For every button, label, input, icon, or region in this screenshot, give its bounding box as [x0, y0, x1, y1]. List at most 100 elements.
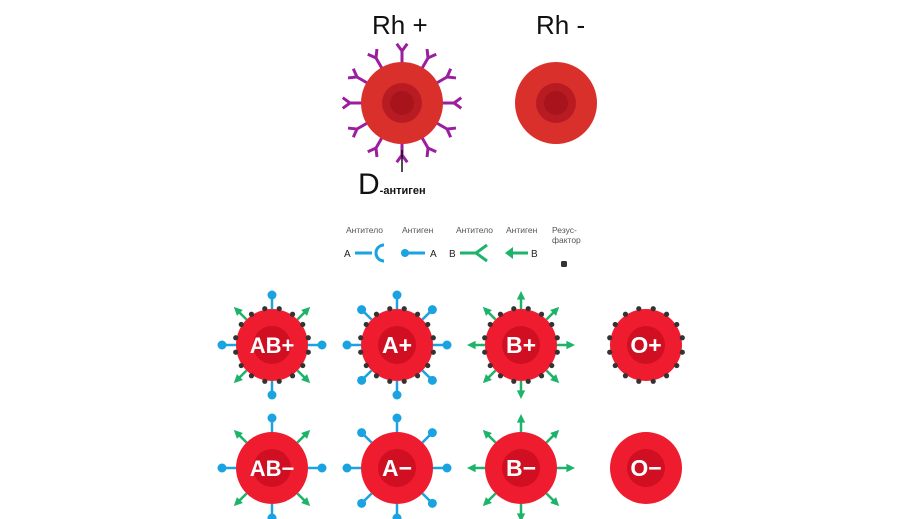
- antigen-a-icon: [217, 340, 227, 350]
- rh-factor-icon: [663, 373, 670, 379]
- blood-cell-pos: A+: [342, 290, 452, 400]
- rh-factor-icon: [607, 335, 613, 341]
- blood-type-label: A−: [382, 455, 412, 481]
- antigen-a-icon: [267, 513, 277, 519]
- antibody-b-icon: [473, 243, 488, 263]
- antigen-a-icon: [427, 305, 437, 315]
- antigen-a-icon: [357, 428, 367, 438]
- rh-factor-icon: [238, 362, 244, 369]
- blood-cell-pos: AB+: [217, 290, 327, 400]
- antigen-b-icon: [467, 340, 476, 350]
- antigen-b-icon: [516, 390, 526, 399]
- rh-factor-icon: [262, 378, 268, 384]
- legend-title: фактор: [552, 235, 581, 245]
- legend-title: Антиген: [506, 225, 538, 235]
- rh-factor-icon: [549, 321, 555, 328]
- antigen-b-icon: [516, 291, 526, 300]
- rh-factor-icon: [276, 378, 282, 384]
- rh-factor-icon: [679, 349, 685, 355]
- antigen-b-icon: [233, 497, 243, 507]
- antigen-b-icon: [516, 414, 526, 423]
- antigen-a-icon: [442, 463, 452, 473]
- blood-cell-neg: A−: [342, 413, 452, 519]
- rh-factor-icon: [414, 373, 421, 379]
- antigen-a-icon: [392, 413, 402, 423]
- rh-factor-icon: [650, 378, 656, 384]
- antigen-a-icon: [427, 375, 437, 385]
- blood-type-label: AB+: [250, 333, 295, 358]
- rh-factor-icon: [679, 335, 685, 341]
- rh-factor-icon: [622, 373, 629, 379]
- antigen-a-icon: [427, 428, 437, 438]
- blood-cell-pos: B+: [467, 291, 575, 399]
- d-antigen-label: D-антиген: [358, 168, 426, 202]
- antigen-b-icon: [550, 429, 560, 439]
- antigen-a-icon: [357, 305, 367, 315]
- rh-factor-icon: [373, 311, 380, 317]
- antigen-a-icon: [392, 290, 402, 300]
- legend-letter: B: [531, 249, 538, 260]
- legend-letter: A: [344, 249, 351, 260]
- antigen-b-icon: [301, 374, 311, 384]
- antigen-a-icon: [317, 340, 327, 350]
- rh-factor-icon: [636, 378, 642, 384]
- rh-factor-icon: [650, 306, 656, 312]
- blood-type-label: O+: [630, 332, 661, 358]
- rh-factor-icon: [289, 373, 296, 379]
- rh-factor-icon: [262, 306, 268, 312]
- antigen-b-icon: [505, 247, 513, 259]
- rh-factor-icon: [487, 321, 493, 328]
- rh-factor-icon: [233, 335, 239, 341]
- rh-factor-icon: [607, 349, 613, 355]
- antigen-b-icon: [301, 429, 311, 439]
- blood-type-label: A+: [382, 332, 412, 358]
- rh-factor-icon: [430, 349, 436, 355]
- rh-factor-icon: [425, 321, 431, 328]
- blood-type-label: O−: [630, 455, 661, 481]
- rh-factor-icon: [511, 306, 517, 312]
- legend-item-rh-factor: Резус-фактор: [552, 225, 581, 267]
- rh-factor-icon: [612, 321, 618, 328]
- antigen-a-icon: [427, 498, 437, 508]
- rh-factor-icon: [358, 349, 364, 355]
- rh-factor-icon: [300, 321, 306, 328]
- antigen-a-icon: [217, 463, 227, 473]
- rh-factor-icon: [663, 311, 670, 317]
- legend-letter: B: [449, 249, 456, 260]
- antigen-a-icon: [357, 498, 367, 508]
- rh-factor-icon: [674, 321, 680, 328]
- antigen-a-icon: [267, 290, 277, 300]
- rh-factor-icon: [525, 306, 531, 312]
- rh-factor-icon: [300, 362, 306, 369]
- antigen-a-icon: [267, 413, 277, 423]
- rh-factor-icon: [538, 373, 545, 379]
- rh-factor-icon: [238, 321, 244, 328]
- antigen-b-icon: [482, 374, 492, 384]
- rh-factor-icon: [636, 306, 642, 312]
- antigen-b-icon: [550, 497, 560, 507]
- rh-factor-icon: [525, 378, 531, 384]
- antigen-b-icon: [301, 497, 311, 507]
- rh-factor-icon: [387, 306, 393, 312]
- rh-factor-icon: [401, 378, 407, 384]
- antigen-a-icon: [342, 463, 352, 473]
- blood-cell-pos: O+: [607, 306, 685, 384]
- antigen-a-icon: [317, 463, 327, 473]
- rh-factor-icon: [554, 349, 560, 355]
- antigen-a-icon: [342, 340, 352, 350]
- antigen-b-icon: [233, 429, 243, 439]
- rh-factor-icon: [482, 349, 488, 355]
- rh-factor-icon: [414, 311, 421, 317]
- rh-positive-cell: [341, 42, 463, 172]
- d-letter: D: [358, 168, 380, 201]
- rh-factor-icon: [363, 321, 369, 328]
- blood-type-label: B+: [506, 332, 536, 358]
- blood-cell-neg: AB−: [217, 413, 327, 519]
- antigen-b-icon: [566, 463, 575, 473]
- rh-factor-icon: [497, 311, 504, 317]
- rh-positive-title: Rh +: [372, 10, 428, 40]
